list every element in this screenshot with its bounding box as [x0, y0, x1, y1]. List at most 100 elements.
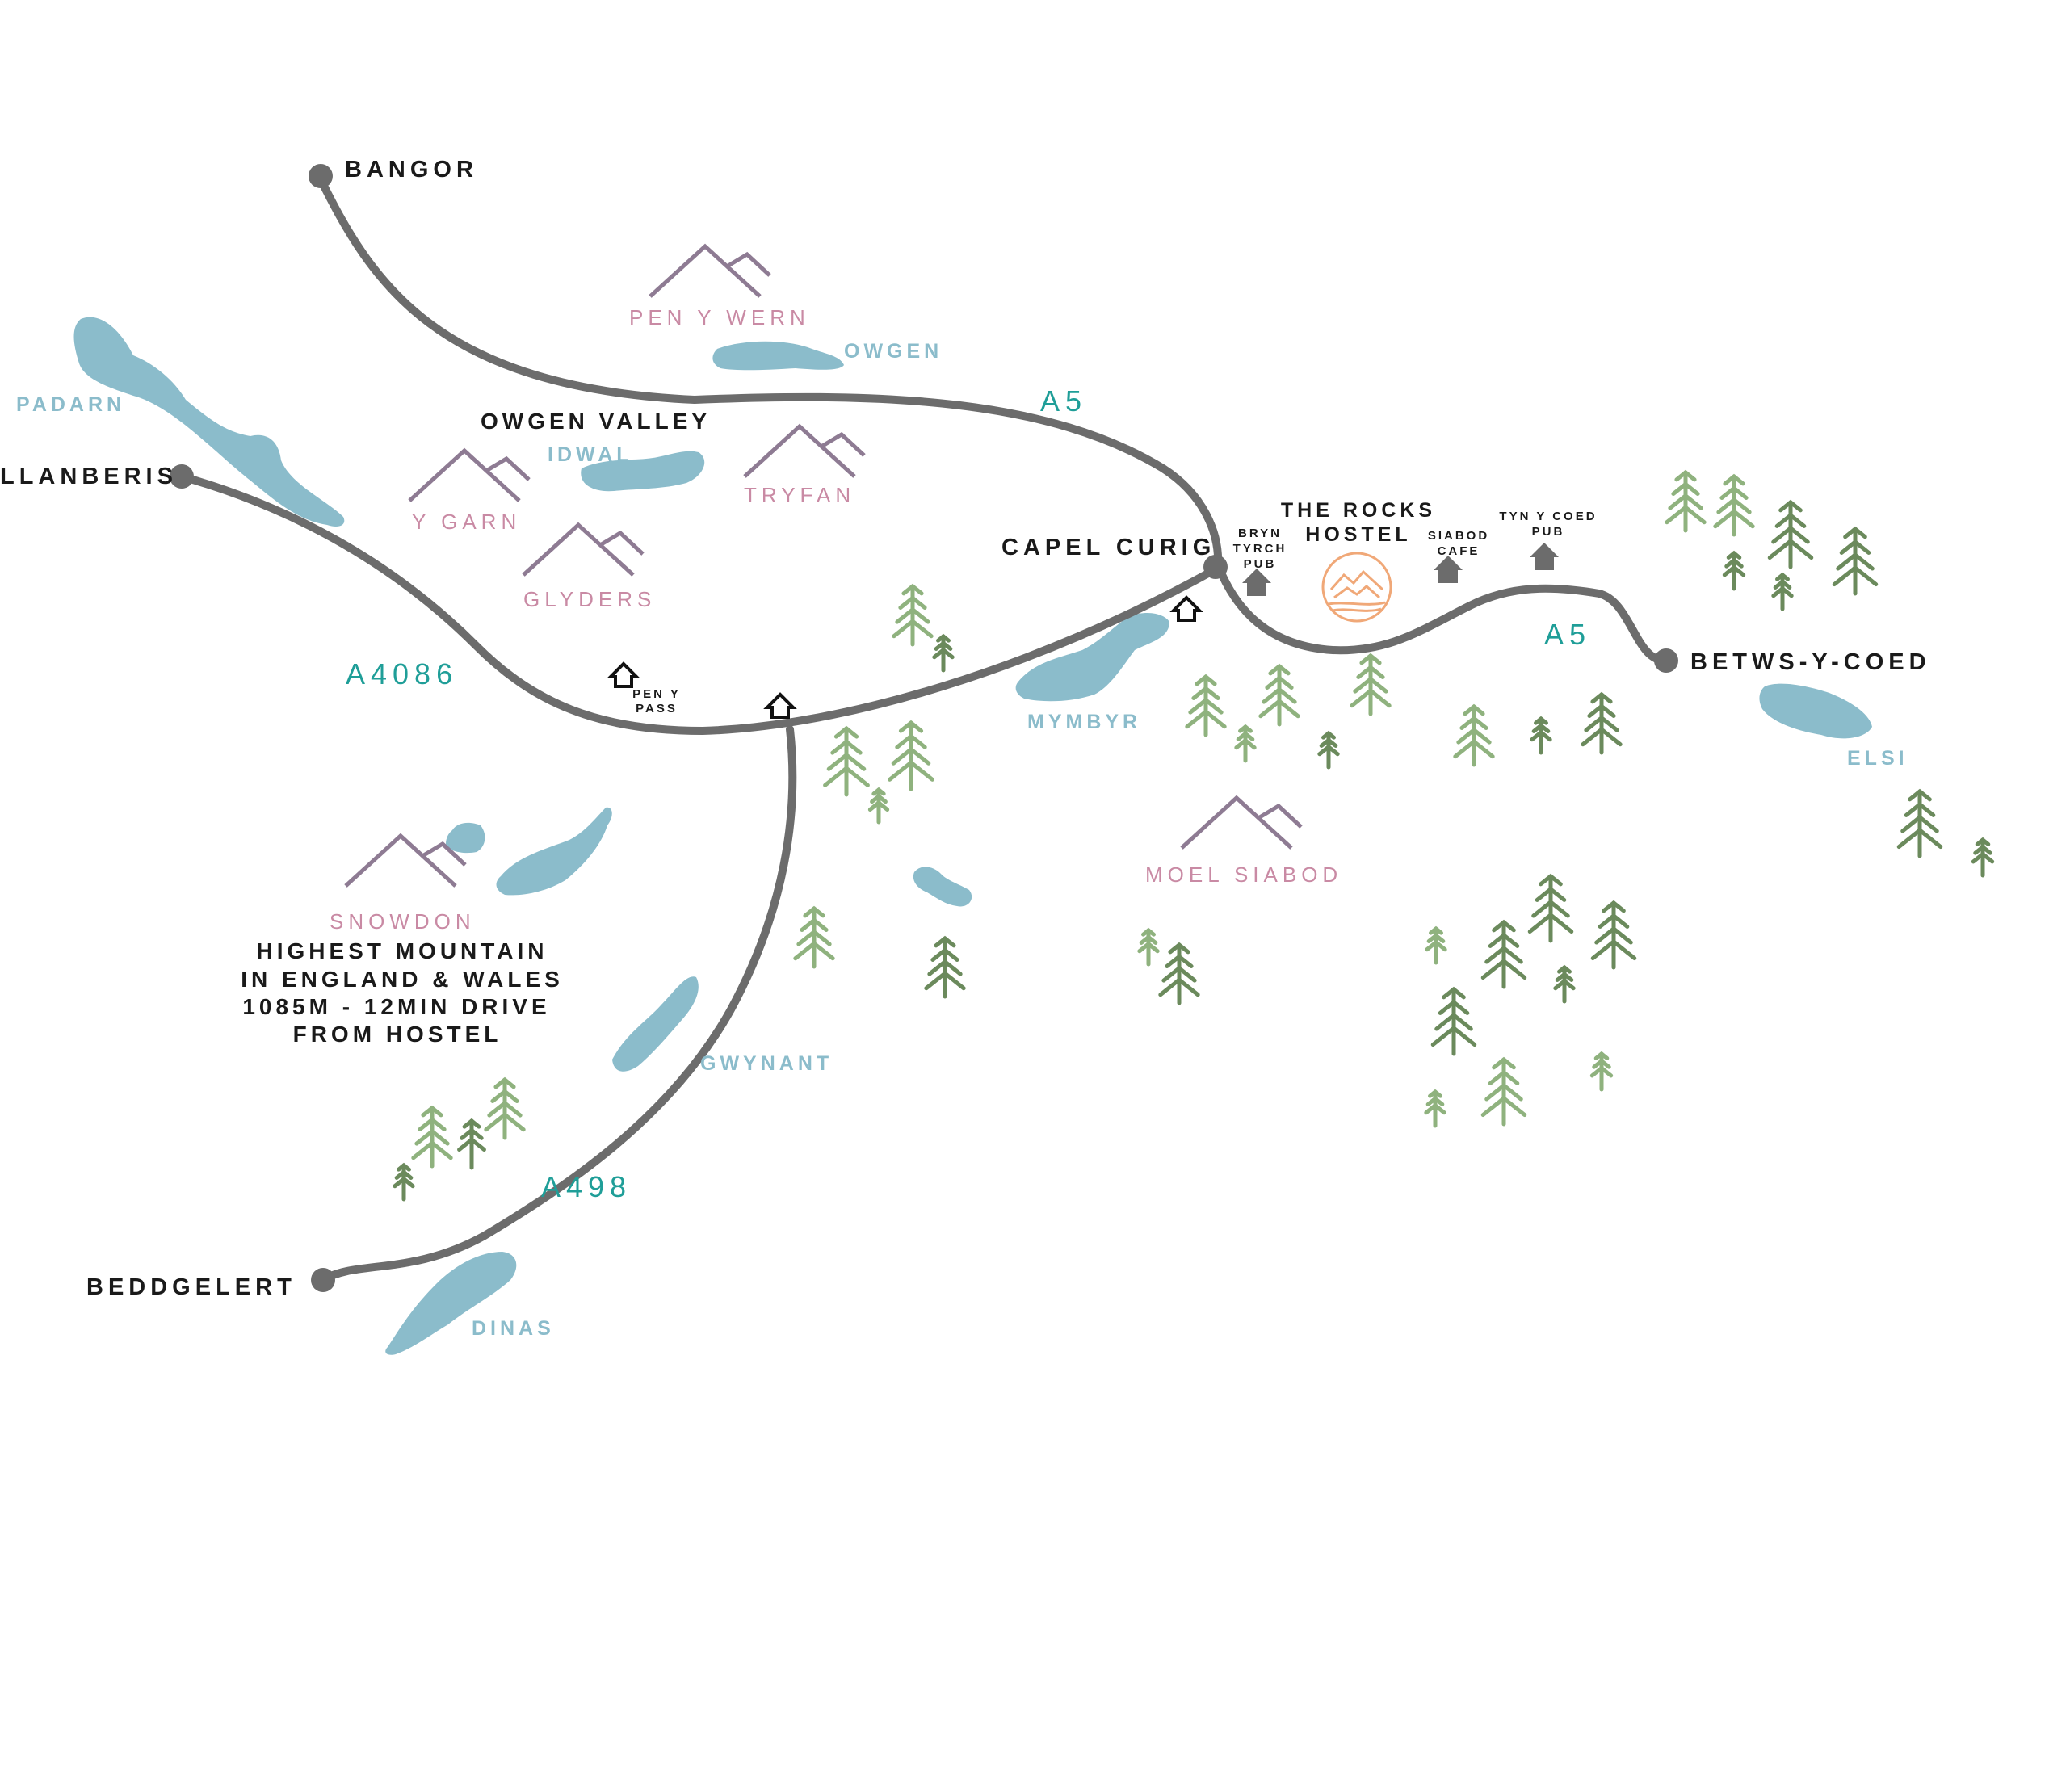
town-label-betws-y-coed: BETWS-Y-COED: [1690, 649, 1931, 675]
pine-tree-icon: [1832, 526, 1879, 596]
lake-label-owgen: OWGEN: [844, 340, 943, 363]
road-labels: A5 A5 A4086 A498: [346, 384, 1591, 1203]
pine-tree-icon: [1530, 716, 1552, 755]
poi-label-siabod-cafe: CAFE: [1438, 544, 1480, 558]
poi-label-siabod-cafe: SIABOD: [1428, 529, 1489, 543]
mountain-labels: PEN Y WERN TRYFAN Y GARN GLYDERS MOEL SI…: [330, 305, 1337, 934]
capel-curig-marker: [1203, 555, 1228, 579]
poi-label-bryn-tyrch: BRYN: [1238, 527, 1282, 540]
mountain-icon: [1180, 795, 1303, 850]
pine-tree-icon: [823, 725, 870, 797]
snowdon-info: HIGHEST MOUNTAIN IN ENGLAND & WALES 1085…: [241, 938, 564, 1047]
road-label-a498: A498: [541, 1170, 632, 1203]
lake-padarn: [73, 317, 345, 527]
lake-elsi: [1759, 683, 1872, 739]
lake-label-elsi: ELSI: [1847, 747, 1908, 770]
snowdon-info-line: HIGHEST MOUNTAIN: [256, 938, 548, 963]
house-outline-icon: [1169, 595, 1203, 622]
pine-tree-icon: [892, 583, 934, 647]
pine-tree-icon: [411, 1105, 453, 1169]
road-label-a4086: A4086: [346, 657, 458, 690]
lake-idwal: [581, 451, 705, 492]
poi-label-bryn-tyrch: TYRCH: [1233, 542, 1287, 556]
pine-tree-icon: [1185, 674, 1227, 737]
bangor-marker: [309, 164, 333, 188]
pine-tree-icon: [1425, 925, 1447, 965]
lake-owgen: [712, 341, 844, 371]
lakes: [73, 317, 1872, 1355]
pine-tree-icon: [1137, 927, 1160, 967]
hostel-name: THE ROCKS HOSTEL: [1281, 499, 1436, 546]
mountain-icon: [344, 833, 467, 888]
poi-label-tyn-y-coed: TYN Y COED: [1499, 510, 1597, 523]
pine-tree-icon: [924, 935, 966, 999]
lake-label-padarn: PADARN: [16, 393, 125, 416]
buildings: [1242, 543, 1559, 596]
pine-tree-icon: [1581, 691, 1623, 755]
pine-tree-icon: [1258, 663, 1300, 727]
pine-tree-icon: [1430, 986, 1477, 1056]
llanberis-marker: [170, 464, 194, 489]
snowdon-info-line: 1085M - 12MIN DRIVE: [242, 994, 550, 1019]
pine-tree-icon: [1589, 1051, 1614, 1092]
poi-label-bryn-tyrch: PUB: [1244, 557, 1277, 571]
betws-y-coed-marker: [1654, 648, 1678, 673]
snowdon-info-line: FROM HOSTEL: [293, 1022, 502, 1047]
house-filled-icon: [1242, 569, 1271, 596]
pine-tree-icon: [457, 1118, 486, 1170]
road-a5-betws: [1214, 561, 1670, 665]
pine-tree-icon: [1480, 919, 1527, 989]
pine-tree-icon: [1713, 473, 1755, 537]
mountain-icon: [649, 243, 771, 298]
snowdon-info-line: IN ENGLAND & WALES: [241, 967, 564, 992]
poi-label-pen-y-pass: PASS: [636, 702, 678, 716]
pine-tree-icon: [1424, 1089, 1446, 1128]
house-outline-icon: [607, 661, 640, 688]
road-label-a5-east: A5: [1544, 618, 1591, 651]
house-filled-icon: [1530, 543, 1559, 570]
poi-label-tyn-y-coed: PUB: [1532, 525, 1565, 539]
hostel-name-line: HOSTEL: [1305, 523, 1411, 546]
mountain-icon: [408, 447, 531, 502]
pine-tree-icon: [1896, 788, 1943, 858]
poi-label-pen-y-pass: PEN Y: [632, 687, 681, 701]
owgen-valley-label: OWGEN VALLEY: [481, 409, 711, 434]
pine-tree-icon: [1971, 837, 1995, 878]
pine-tree-icon: [1553, 964, 1576, 1004]
beddgelert-marker: [311, 1268, 335, 1292]
lake-label-dinas: DINAS: [472, 1317, 555, 1340]
mountain-icon: [522, 522, 645, 577]
town-label-llanberis: LLANBERIS: [0, 464, 178, 489]
town-label-bangor: BANGOR: [345, 157, 478, 183]
pine-tree-icon: [1480, 1056, 1527, 1127]
lake-mymbyr: [1015, 612, 1169, 702]
poi-labels: PEN Y PASS BRYN TYRCH PUB SIABOD CAFE TY…: [632, 510, 1597, 716]
pine-tree-icon: [1771, 572, 1794, 611]
trees: [393, 469, 1995, 1202]
pine-tree-icon: [1722, 550, 1746, 591]
pine-tree-icon: [1590, 900, 1637, 970]
pine-tree-icon: [1453, 703, 1495, 767]
pine-tree-icon: [393, 1162, 415, 1202]
pine-tree-icon: [867, 787, 890, 825]
mountain-label-pen-y-wern: PEN Y WERN: [629, 305, 810, 329]
pine-tree-icon: [1350, 653, 1392, 716]
pine-tree-icon: [1234, 724, 1257, 763]
hostel-name-line: THE ROCKS: [1281, 499, 1436, 522]
road-a5-bangor: [315, 172, 1223, 569]
lake-label-idwal: IDWAL: [548, 443, 633, 466]
house-filled-icon: [1434, 556, 1463, 583]
lake-snowdon-small: [446, 822, 485, 854]
town-label-beddgelert: BEDDGELERT: [86, 1274, 296, 1300]
house-outline-icon: [763, 692, 797, 719]
pine-tree-icon: [1527, 873, 1574, 943]
lake-gwynant: [612, 976, 699, 1072]
mountain-label-snowdon: SNOWDON: [330, 909, 476, 934]
lake-label-mymbyr: MYMBYR: [1027, 711, 1141, 733]
town-labels: BANGOR LLANBERIS CAPEL CURIG BETWS-Y-COE…: [0, 157, 1931, 1300]
mountain-label-glyders: GLYDERS: [523, 587, 656, 611]
road-a4086: [178, 472, 1220, 736]
pine-tree-icon: [793, 905, 835, 969]
mountain-icon: [743, 423, 866, 478]
